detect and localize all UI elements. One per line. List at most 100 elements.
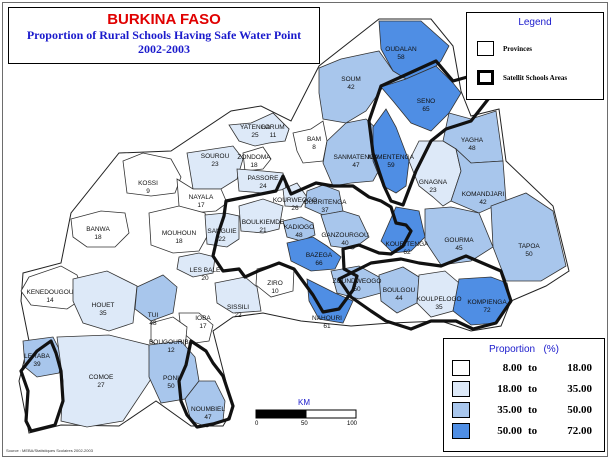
province-value-label: 20 <box>201 275 209 282</box>
proportion-swatch <box>452 360 470 376</box>
province-value-label: 17 <box>199 323 207 330</box>
province-name-label: NAMENTENGA <box>368 154 415 161</box>
province-name-label: BAM <box>307 136 321 143</box>
province-banwa[interactable] <box>70 210 130 248</box>
satellite-area-centre-border <box>211 174 413 314</box>
province-name-label: KOURWEOGO <box>273 197 317 204</box>
province-name-label: YAGHA <box>461 137 484 144</box>
province-value-label: 66 <box>315 260 323 267</box>
province-value-label: 35 <box>435 304 443 311</box>
province-name-label: ZOUNDWEOGO <box>333 278 382 285</box>
class-to: to <box>528 425 538 437</box>
province-name-label: GOURMA <box>444 237 474 244</box>
province-bazega[interactable] <box>286 236 342 272</box>
class-to: to <box>528 383 538 395</box>
province-value-label: 48 <box>468 145 476 152</box>
province-name-label: SOUM <box>341 76 361 83</box>
class-high: 50.00 <box>567 404 592 416</box>
province-name-label: BOULGOU <box>383 287 416 294</box>
province-tapoa[interactable] <box>490 192 567 282</box>
proportion-swatch <box>452 402 470 418</box>
province-name-label: LES BALE <box>190 267 221 274</box>
province-name-label: NAYALA <box>189 194 214 201</box>
province-kouritenga[interactable] <box>380 206 426 254</box>
title-box: BURKINA FASO Proportion of Rural Schools… <box>8 7 320 64</box>
province-value-label: 42 <box>347 84 355 91</box>
scale-tick: 50 <box>301 421 308 427</box>
province-name-label: IOBA <box>195 315 211 322</box>
province-name-label: PASSORE <box>248 175 280 182</box>
province-value-label: 8 <box>312 144 316 151</box>
province-name-label: BOULKIEMDE <box>242 219 285 226</box>
province-name-label: KOURITENGA <box>386 241 430 248</box>
province-gourma[interactable] <box>424 206 494 266</box>
province-name-label: COMOE <box>89 374 114 381</box>
province-value-label: 27 <box>97 382 105 389</box>
proportion-swatch <box>452 423 470 439</box>
province-value-label: 58 <box>397 54 405 61</box>
scale-tick: 100 <box>347 421 358 427</box>
class-low: 8.00 <box>502 362 522 374</box>
province-value-label: 37 <box>321 207 329 214</box>
province-value-label: 12 <box>167 347 175 354</box>
map-title: BURKINA FASO <box>107 11 221 28</box>
legend-box: Legend Provinces Satellit Schools Areas <box>466 12 604 100</box>
scale-tick: 0 <box>255 421 259 427</box>
province-kadiogo[interactable] <box>282 216 316 242</box>
class-low: 18.00 <box>497 383 522 395</box>
province-value-label: 10 <box>271 288 279 295</box>
province-name-label: YATENGA <box>240 124 271 131</box>
province-name-label: KADIOGO <box>284 224 314 231</box>
province-nahouri[interactable] <box>306 278 354 324</box>
province-value-label: 48 <box>295 232 303 239</box>
province-value-label: 47 <box>352 162 360 169</box>
class-low: 50.00 <box>497 425 522 437</box>
province-name-label: ZIRO <box>267 280 283 287</box>
province-value-label: 59 <box>387 162 395 169</box>
province-name-label: OUBRITENGA <box>304 199 348 206</box>
province-name-label: LERABA <box>24 353 50 360</box>
province-value-label: 39 <box>33 361 41 368</box>
province-value-label: 9 <box>146 188 150 195</box>
province-name-label: BAZEGA <box>306 252 333 259</box>
province-name-label: TUI <box>148 312 159 319</box>
province-value-label: 23 <box>211 161 219 168</box>
province-value-label: 61 <box>323 323 331 330</box>
province-value-label: 50 <box>525 251 533 258</box>
province-value-label: 47 <box>204 414 212 421</box>
scale-bar-label: KM <box>298 398 310 407</box>
province-zondoma[interactable] <box>242 146 272 172</box>
province-boulkiemde[interactable] <box>238 198 284 234</box>
province-name-label: OUDALAN <box>385 46 417 53</box>
satellite-area-east-border <box>337 254 513 331</box>
province-name-label: SISSILI <box>227 304 249 311</box>
province-value-label: 14 <box>46 297 54 304</box>
province-name-label: KOSSI <box>138 180 158 187</box>
proportion-class-row: 18.00 to 35.00 <box>452 380 602 398</box>
province-value-label: 11 <box>270 132 277 139</box>
province-seno[interactable] <box>380 65 462 132</box>
province-name-label: TAPOA <box>518 243 540 250</box>
province-namentenga[interactable] <box>372 108 410 194</box>
province-les-bale[interactable] <box>176 252 216 278</box>
province-houet[interactable] <box>72 270 138 332</box>
province-value-label: 48 <box>149 320 157 327</box>
province-value-label: 45 <box>455 245 463 252</box>
province-mouhoun[interactable] <box>148 205 210 254</box>
province-tui[interactable] <box>134 274 178 322</box>
source-note: Source : MEBA/Statistiques Scolaires 200… <box>6 448 93 453</box>
province-ganzourgou[interactable] <box>320 210 370 250</box>
province-value-label: 50 <box>167 383 175 390</box>
map-year: 2002-2003 <box>138 42 190 56</box>
province-name-label: BOUGOURIBA <box>149 339 194 346</box>
province-name-label: SOUROU <box>201 153 230 160</box>
province-name-label: KENEDOUGOU <box>27 289 74 296</box>
class-to: to <box>528 362 538 374</box>
province-name-label: GNAGNA <box>419 179 448 186</box>
province-yatenga[interactable] <box>228 112 290 147</box>
province-value-label: 65 <box>422 106 430 113</box>
satellite-swatch <box>477 70 494 85</box>
satellite-legend-label: Satellit Schools Areas <box>503 74 568 82</box>
scale-bar <box>255 409 357 419</box>
province-value-label: 25 <box>251 132 259 139</box>
